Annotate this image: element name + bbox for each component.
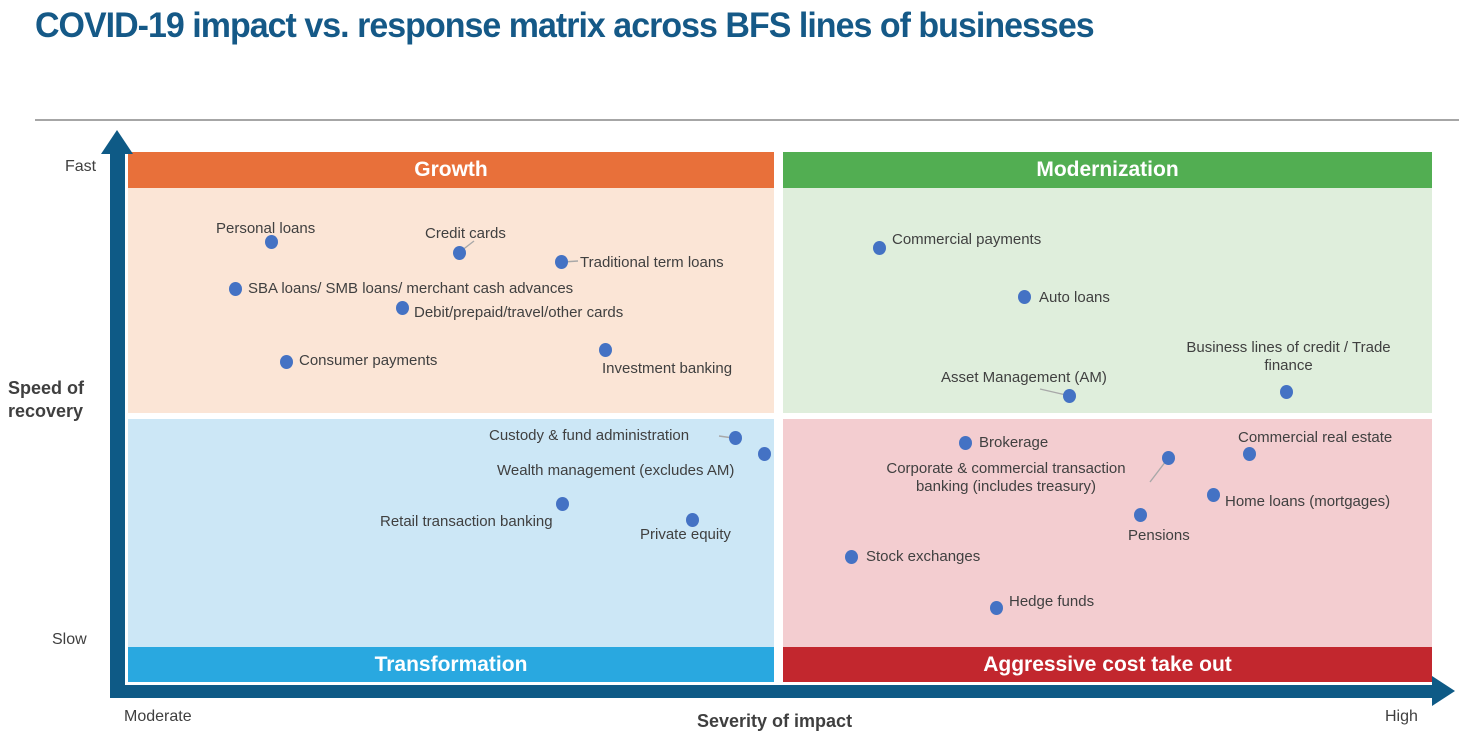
- x-axis-min-label: Moderate: [124, 708, 192, 725]
- data-point-label: Credit cards: [425, 225, 506, 242]
- data-point-label: Debit/prepaid/travel/other cards: [414, 304, 624, 321]
- data-point-dot: [264, 235, 278, 249]
- y-axis-arrowhead-icon: [101, 130, 133, 154]
- data-point-label: Stock exchanges: [866, 548, 981, 565]
- data-point-label: Commercial real estate: [1238, 429, 1393, 446]
- data-point-dot: [395, 301, 409, 315]
- data-point-dot: [279, 355, 293, 369]
- x-axis-title: Severity of impact: [697, 711, 853, 731]
- x-axis-arrowhead-icon: [1432, 676, 1455, 706]
- y-axis-line: [110, 150, 125, 698]
- data-point-dot: [228, 282, 242, 296]
- quadrant-growth-header: Growth: [128, 152, 774, 188]
- data-point-label: Business lines of credit / Trade finance: [1186, 339, 1391, 374]
- data-point-dot: [757, 447, 771, 461]
- data-point-dot: [989, 601, 1003, 615]
- data-point-label: Hedge funds: [1009, 593, 1095, 610]
- data-point-label: Commercial payments: [892, 231, 1042, 248]
- data-point-dot: [958, 436, 972, 450]
- data-point-dot: [1279, 385, 1293, 399]
- quadrant-transformation: Transformation: [128, 419, 774, 682]
- data-point-dot: [1133, 508, 1147, 522]
- data-point-label: Private equity: [640, 526, 731, 543]
- data-point-label: Auto loans: [1039, 289, 1110, 306]
- data-point-label: Asset Management (AM): [941, 369, 1107, 386]
- data-point-dot: [1161, 451, 1175, 465]
- data-point-dot: [1242, 447, 1256, 461]
- x-axis-line: [110, 685, 1434, 698]
- data-point-label: Personal loans: [216, 220, 316, 237]
- page-title: COVID-19 impact vs. response matrix acro…: [35, 6, 1095, 45]
- quadrant-aggressive-cost-take-out-header: Aggressive cost take out: [783, 647, 1432, 682]
- y-axis-title: Speed of recovery: [8, 378, 85, 421]
- data-point-dot: [598, 343, 612, 357]
- data-point-label: Corporate & commercial transaction banki…: [886, 460, 1126, 495]
- quadrant-aggressive-cost-take-out: Aggressive cost take out: [783, 419, 1432, 682]
- quadrant-transformation-header: Transformation: [128, 647, 774, 682]
- quadrant-modernization: Modernization: [783, 152, 1432, 413]
- y-axis-min-label: Slow: [52, 631, 87, 648]
- x-axis-max-label: High: [1385, 708, 1418, 725]
- data-point-dot: [554, 255, 568, 269]
- data-point-label: Investment banking: [602, 360, 733, 377]
- data-point-dot: [872, 241, 886, 255]
- data-point-label: Traditional term loans: [580, 254, 724, 271]
- data-point-label: Pensions: [1128, 527, 1190, 544]
- data-point-dot: [452, 246, 466, 260]
- data-point-dot: [1062, 389, 1076, 403]
- data-point-dot: [1206, 488, 1220, 502]
- quadrant-modernization-header: Modernization: [783, 152, 1432, 188]
- data-point-dot: [685, 513, 699, 527]
- data-point-dot: [728, 431, 742, 445]
- data-point-label: Custody & fund administration: [489, 427, 690, 444]
- data-point-label: Consumer payments: [299, 352, 438, 369]
- data-point-dot: [1017, 290, 1031, 304]
- data-point-label: Wealth management (excludes AM): [497, 462, 735, 479]
- data-point-label: SBA loans/ SMB loans/ merchant cash adva…: [248, 280, 574, 297]
- data-point-dot: [844, 550, 858, 564]
- y-axis-max-label: Fast: [65, 158, 97, 175]
- title-divider-rule: [35, 119, 1459, 121]
- data-point-label: Retail transaction banking: [380, 513, 553, 530]
- data-point-dot: [555, 497, 569, 511]
- data-point-label: Home loans (mortgages): [1225, 493, 1391, 510]
- data-point-label: Brokerage: [979, 434, 1049, 451]
